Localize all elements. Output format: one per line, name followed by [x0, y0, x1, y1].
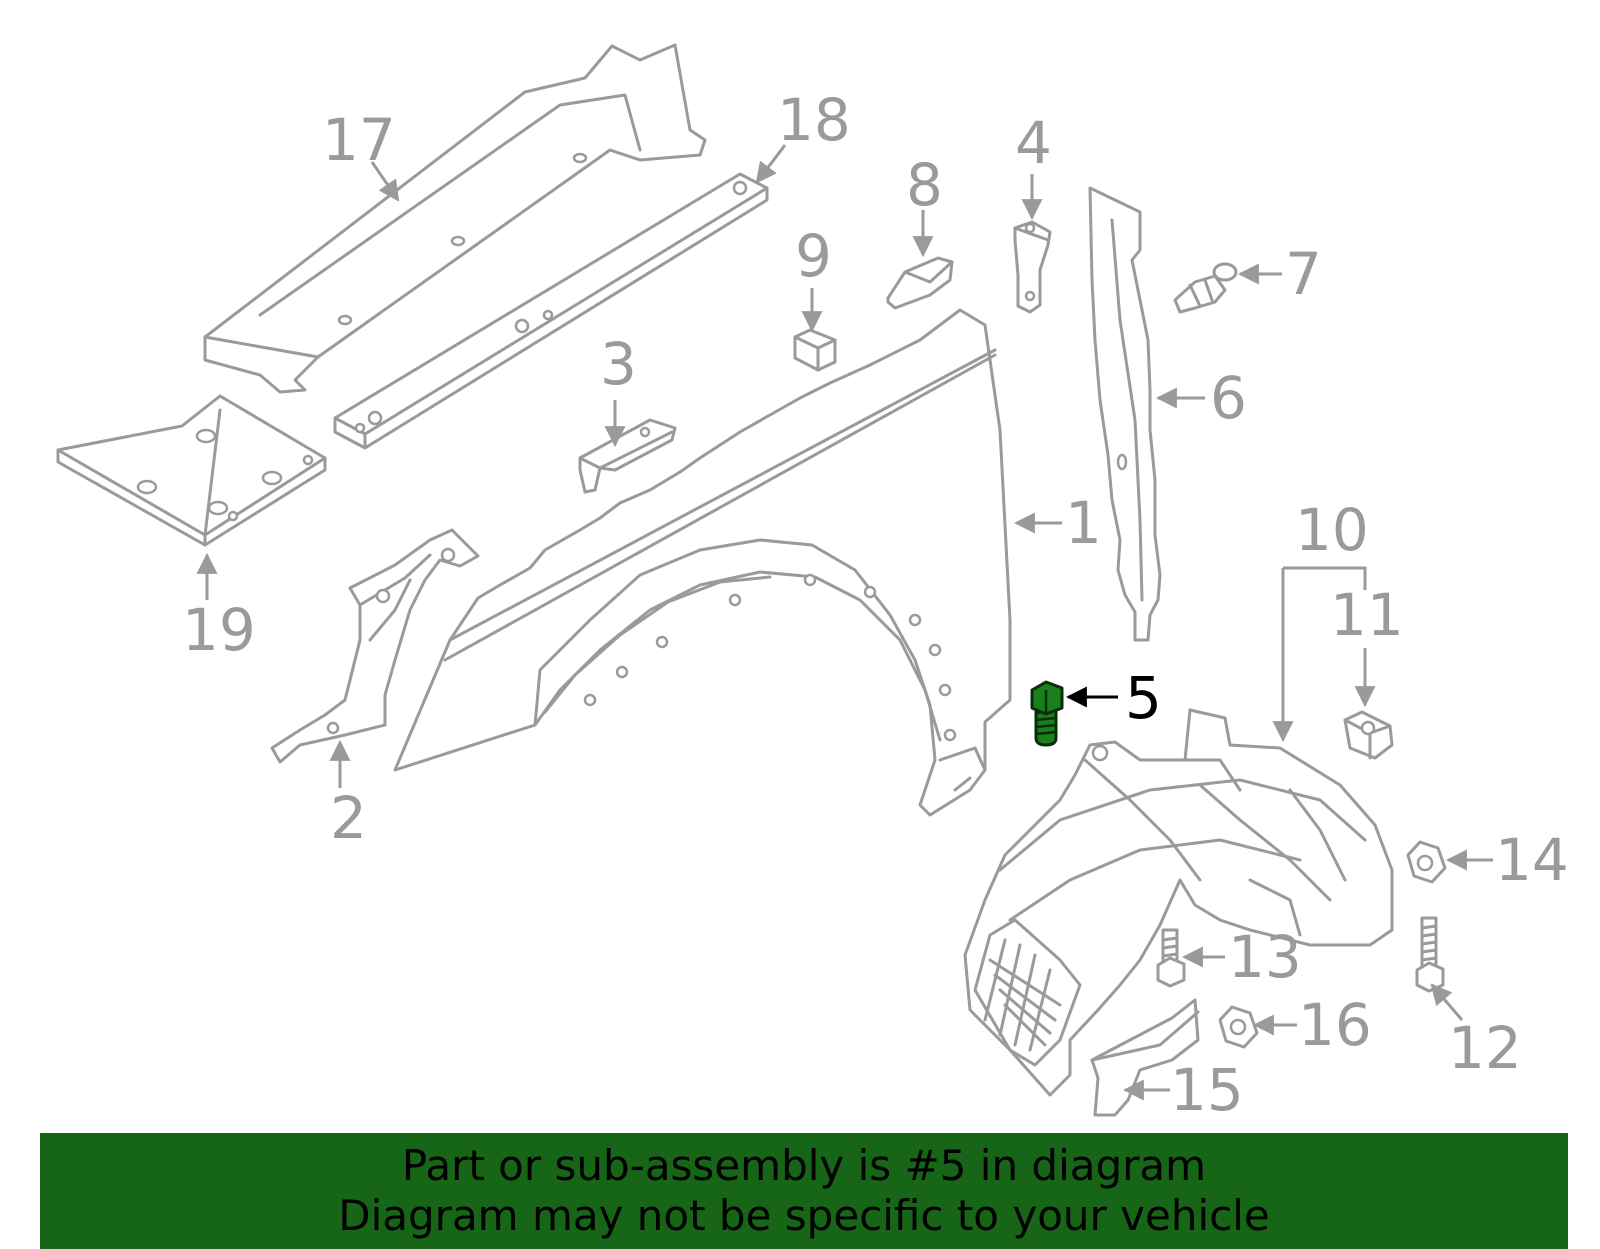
- part-1-fender: [393, 308, 1012, 817]
- callout-9: 9: [795, 222, 832, 290]
- leader-17: [370, 161, 400, 202]
- part-2-bracket: [270, 528, 480, 764]
- part-7-clip: [1173, 262, 1238, 314]
- callout-7: 7: [1285, 240, 1322, 308]
- callout-4: 4: [1015, 109, 1052, 177]
- callout-5: 5: [1125, 664, 1162, 732]
- part-6-seal: [1088, 186, 1162, 642]
- callout-19: 19: [182, 596, 256, 664]
- part-9-block: [793, 328, 837, 372]
- callout-15: 15: [1170, 1056, 1244, 1124]
- part-15-bracket: [1090, 998, 1200, 1117]
- leader-lines: [196, 144, 1493, 1101]
- callout-16: 16: [1298, 991, 1372, 1059]
- callout-labels: 1 2 3 4 5 6 7 8 9 10 11 12 13 14 15 16 1…: [182, 86, 1569, 1124]
- part-11-clip: [1343, 710, 1394, 760]
- callout-1: 1: [1065, 489, 1102, 557]
- part-18-reinforcement: [333, 172, 769, 450]
- callout-13: 13: [1228, 923, 1302, 991]
- part-13-bolt: [1156, 928, 1186, 988]
- part-3-bracket: [578, 418, 677, 494]
- callout-6: 6: [1210, 364, 1247, 432]
- callout-12: 12: [1448, 1014, 1522, 1082]
- callout-14: 14: [1495, 826, 1569, 894]
- callout-8: 8: [906, 151, 943, 219]
- part-12-bolt: [1415, 916, 1445, 993]
- part-14-nut: [1406, 840, 1447, 884]
- part-16-nut: [1218, 1005, 1259, 1049]
- callout-10: 10: [1295, 496, 1369, 564]
- callout-2: 2: [330, 784, 367, 852]
- banner-line-part: Part or sub-assembly is #5 in diagram: [401, 1141, 1207, 1190]
- info-banner: Part or sub-assembly is #5 in diagram Di…: [40, 1133, 1568, 1249]
- banner-line-disclaimer: Diagram may not be specific to your vehi…: [338, 1191, 1270, 1240]
- parts-diagram: 1 2 3 4 5 6 7 8 9 10 11 12 13 14 15 16 1…: [56, 43, 1569, 1124]
- callout-18: 18: [777, 86, 851, 154]
- leader-10-bracket: [1283, 566, 1367, 590]
- part-8-clip: [886, 256, 954, 310]
- leader-12: [1430, 983, 1464, 1021]
- part-5-bolt: [1030, 680, 1064, 747]
- part-4-bracket: [1013, 220, 1052, 314]
- leader-18: [755, 144, 787, 184]
- part-10-liner: [963, 708, 1394, 1097]
- callout-11: 11: [1330, 581, 1404, 649]
- callout-3: 3: [600, 330, 637, 398]
- part-19-plate: [56, 394, 327, 547]
- part-17-cowl-panel: [203, 43, 707, 394]
- callout-17: 17: [322, 106, 396, 174]
